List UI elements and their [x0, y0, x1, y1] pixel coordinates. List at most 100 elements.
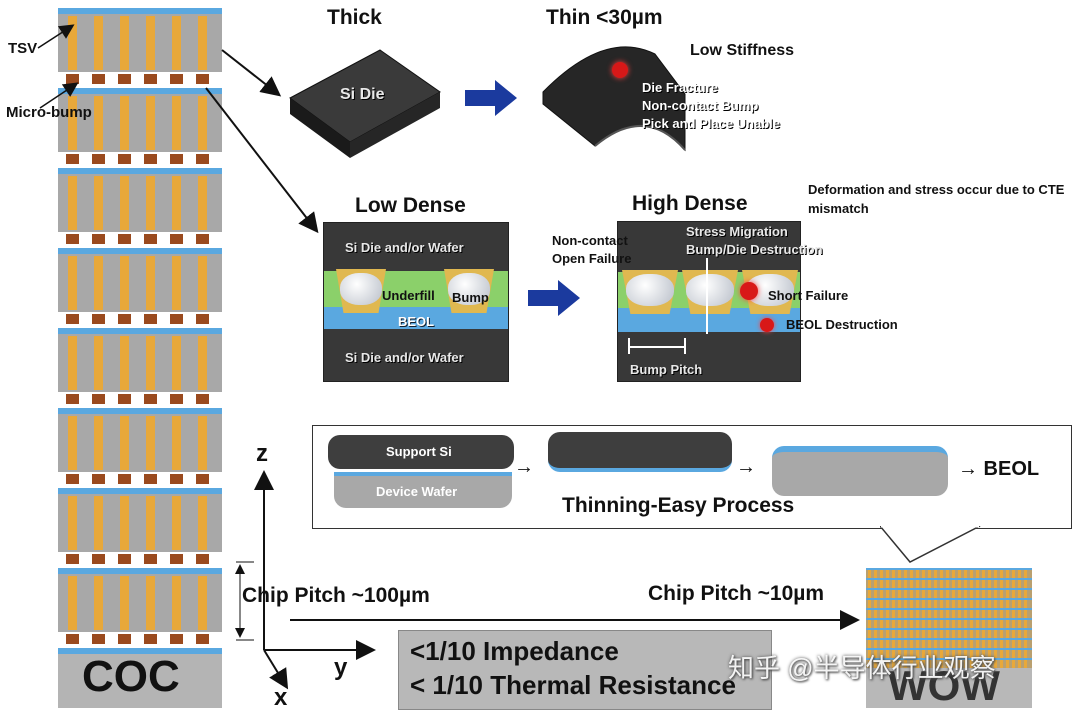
- wow-tsv-via: [958, 660, 961, 668]
- wow-tsv-via: [946, 650, 949, 658]
- tsv-via: [146, 256, 155, 310]
- wow-tsv-via: [1024, 660, 1027, 668]
- tsv-via: [146, 336, 155, 390]
- tsv-via: [68, 336, 77, 390]
- wow-tsv-via: [874, 620, 877, 628]
- wow-tsv-via: [952, 580, 955, 588]
- wow-tsv-via: [952, 650, 955, 658]
- wow-tsv-via: [940, 630, 943, 638]
- wow-tsv-via: [946, 580, 949, 588]
- micro-bump: [66, 314, 79, 324]
- wow-tsv-via: [994, 620, 997, 628]
- wow-tsv-via: [1024, 570, 1027, 578]
- wow-tsv-via: [946, 660, 949, 668]
- wow-tsv-via: [964, 640, 967, 648]
- benefits-box: [398, 630, 772, 710]
- micro-bump: [196, 314, 209, 324]
- thick-title: Thick: [327, 6, 382, 29]
- tsv-via: [198, 256, 207, 310]
- wow-tsv-via: [934, 650, 937, 658]
- micro-bump: [66, 74, 79, 84]
- wow-tsv-via: [916, 640, 919, 648]
- wow-tsv-via: [964, 630, 967, 638]
- wow-tsv-via: [970, 580, 973, 588]
- wow-tsv-via: [1018, 600, 1021, 608]
- wow-tsv-via: [1018, 660, 1021, 668]
- tsv-via: [146, 96, 155, 150]
- wow-tsv-via: [916, 590, 919, 598]
- wow-tsv-via: [1000, 610, 1003, 618]
- micro-bump: [170, 74, 183, 84]
- wow-tsv-via: [976, 580, 979, 588]
- wow-tsv-via: [1006, 610, 1009, 618]
- short-failure-icon: [740, 282, 758, 300]
- micro-bump: [92, 74, 105, 84]
- wow-tsv-via: [976, 610, 979, 618]
- micro-bump: [92, 314, 105, 324]
- wow-tsv-via: [1024, 590, 1027, 598]
- wow-tsv-via: [994, 600, 997, 608]
- wow-tsv-via: [958, 590, 961, 598]
- chip-pitch-right: Chip Pitch ~10µm: [648, 582, 825, 605]
- wow-tsv-via: [916, 610, 919, 618]
- wow-tsv-via: [880, 640, 883, 648]
- silicon-die: [58, 254, 222, 312]
- wow-tsv-via: [934, 620, 937, 628]
- wow-beol-layer: [866, 628, 1032, 630]
- x-axis-label: x: [274, 684, 288, 711]
- wow-tsv-via: [1000, 650, 1003, 658]
- tsv-via: [172, 176, 181, 230]
- low-dense-panel: [323, 222, 509, 382]
- wow-tsv-via: [946, 600, 949, 608]
- wow-tsv-via: [910, 590, 913, 598]
- micro-bump: [118, 554, 131, 564]
- z-axis-label: z: [256, 440, 268, 467]
- bump-label: Bump: [452, 290, 489, 305]
- tsv-via: [94, 176, 103, 230]
- bonded-stack-block: [772, 446, 948, 496]
- tsv-via: [198, 336, 207, 390]
- beol-destruction-icon: [760, 318, 774, 332]
- benefit-thermal: < 1/10 Thermal Resistance: [410, 670, 736, 700]
- wow-tsv-via: [946, 640, 949, 648]
- micro-bump: [144, 554, 157, 564]
- micro-bump: [170, 234, 183, 244]
- wow-tsv-via: [904, 600, 907, 608]
- wow-tsv-via: [994, 570, 997, 578]
- wow-tsv-via: [1018, 610, 1021, 618]
- microbump-label: Micro-bump: [6, 104, 92, 121]
- thin-issue-3: Pick and Place Unable: [642, 116, 781, 131]
- wow-tsv-via: [910, 570, 913, 578]
- micro-bump: [196, 474, 209, 484]
- wow-tsv-via: [922, 630, 925, 638]
- tsv-via: [198, 576, 207, 630]
- wow-tsv-via: [928, 600, 931, 608]
- wow-tsv-via: [880, 570, 883, 578]
- process-caption: Thinning-Easy Process: [562, 494, 795, 517]
- support-si-label: Support Si: [386, 444, 452, 459]
- wow-tsv-via: [928, 640, 931, 648]
- micro-bump: [144, 474, 157, 484]
- thinned-support-block: [548, 432, 732, 472]
- wow-tsv-via: [1006, 640, 1009, 648]
- wow-tsv-via: [976, 570, 979, 578]
- tsv-label: TSV: [8, 40, 38, 57]
- wow-tsv-via: [982, 610, 985, 618]
- tsv-via: [172, 576, 181, 630]
- wow-tsv-via: [886, 640, 889, 648]
- wow-tsv-via: [880, 660, 883, 668]
- wow-tsv-via: [946, 620, 949, 628]
- wow-tsv-via: [958, 640, 961, 648]
- micro-bump: [196, 234, 209, 244]
- wow-tsv-via: [1024, 620, 1027, 628]
- wow-beol-layer: [866, 638, 1032, 640]
- open-failure-label: Non-contact Open Failure: [552, 233, 632, 266]
- wow-tsv-via: [940, 580, 943, 588]
- wow-tsv-via: [994, 650, 997, 658]
- tsv-via: [68, 176, 77, 230]
- wow-tsv-via: [1012, 630, 1015, 638]
- wow-tsv-via: [916, 600, 919, 608]
- wow-tsv-via: [1000, 660, 1003, 668]
- micro-bump: [144, 314, 157, 324]
